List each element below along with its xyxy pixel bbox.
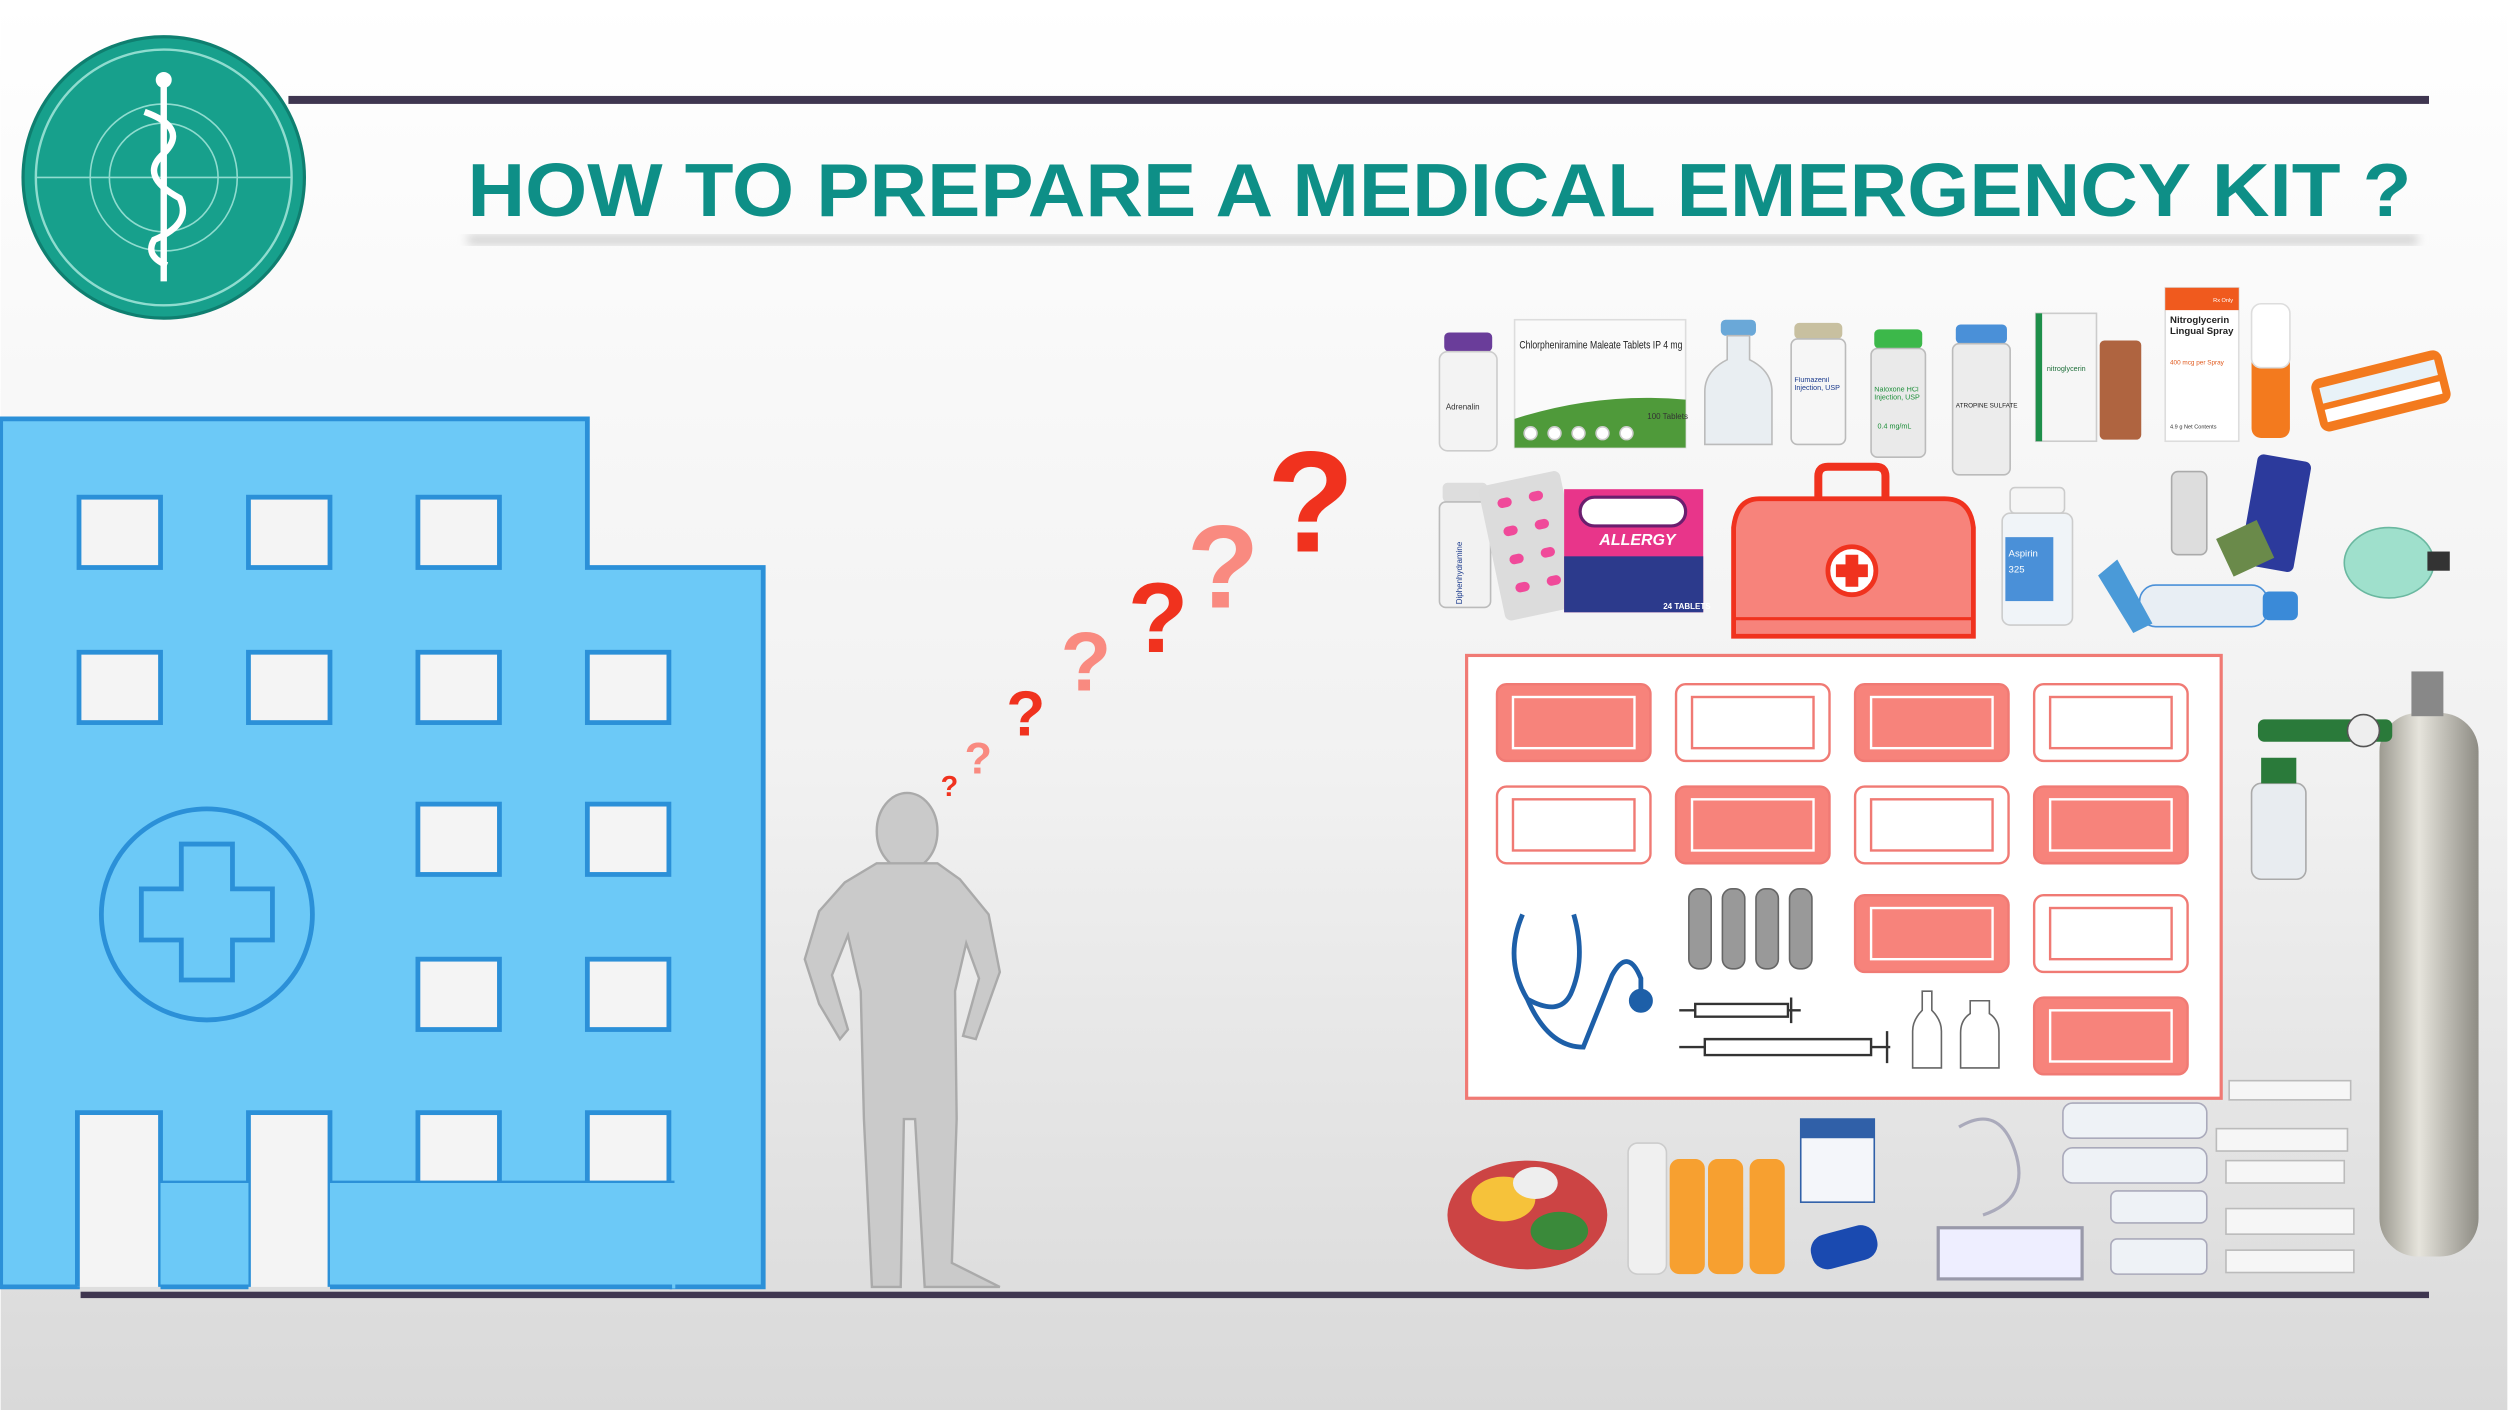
svg-text:400 mcg per Spray: 400 mcg per Spray [2170, 359, 2225, 366]
ticket-icon [1495, 683, 1652, 763]
candies [1447, 1160, 1608, 1270]
chlorpheniramine-box: Chlorpheniramine Maleate Tablets IP 4 mg… [1513, 318, 1688, 449]
flumazenil-label: Flumazenil Injection, USP [1794, 377, 1840, 392]
page-title: HOW TO PREPARE A MEDICAL EMERGENCY KIT ? [467, 148, 2411, 232]
ticket-icon [1674, 785, 1831, 865]
medicine-row-top: Adrenalin Chlorpheniramine Maleate Table… [1438, 286, 2451, 476]
hospital-icon [0, 416, 766, 1290]
question-mark-icon: ? [1061, 616, 1112, 709]
oxygen-cylinder-icon [2250, 671, 2479, 1257]
svg-text:ALLERGY: ALLERGY [1598, 532, 1677, 549]
ticket-icon [1853, 894, 2010, 974]
ticket-icon [2032, 996, 2189, 1076]
ticket-icon [1853, 785, 2010, 865]
question-mark-icon: ? [1267, 423, 1355, 583]
svg-text:0.4 mg/mL: 0.4 mg/mL [1877, 421, 1911, 430]
ticket-icon [2032, 894, 2189, 974]
stethoscope-icon [1511, 913, 1653, 1050]
svg-text:4.9 g Net Contents: 4.9 g Net Contents [2170, 424, 2217, 430]
ticket-icon [1853, 683, 2010, 763]
svg-text:100 Tablets: 100 Tablets [1647, 412, 1688, 421]
diphenhydramine-vial: Diphenhydramine [1438, 482, 1492, 609]
atropine-vial: ATROPINE SULFATE [1951, 324, 2018, 476]
ticket-icon [2032, 683, 2189, 763]
question-mark-icon: ? [965, 734, 992, 784]
question-mark-icon: ? [941, 771, 959, 803]
medical-bag-icon [1731, 462, 1976, 639]
question-mark-icon: ? [1187, 501, 1259, 633]
gauze-box [1799, 1118, 1878, 1270]
top-rule [288, 95, 2429, 104]
adrenalin-vial: Adrenalin [1438, 332, 1498, 452]
svg-text:nitroglycerin: nitroglycerin [2047, 364, 2086, 373]
bottom-rule [80, 1291, 2430, 1299]
svg-text:Diphenhydramine: Diphenhydramine [1455, 541, 1464, 604]
bandage-icon [1688, 888, 1813, 970]
syringe-packs [2215, 1079, 2355, 1274]
flumazenil-vial: Flumazenil Injection, USP [1790, 322, 1847, 446]
syringe-icon [1679, 997, 1891, 1064]
ticket-icon [1674, 683, 1831, 763]
svg-text:Rx Only: Rx Only [2213, 298, 2233, 304]
bottle-icon [1911, 990, 2000, 1069]
caduceus-logo-icon [21, 35, 307, 320]
inhaler [2170, 454, 2311, 577]
nitro-spray-label: Nitroglycerin Lingual Spray [2170, 316, 2234, 337]
nitroglycerin-spray-box: Nitroglycerin Lingual Spray 400 mcg per … [2164, 286, 2291, 443]
question-marks: ? ? ? ? ? ? ? [941, 423, 1355, 804]
allergy-box: ALLERGY 24 TABLETS [1564, 489, 1711, 613]
nitroglycerin-tablets: nitroglycerin [2034, 312, 2142, 443]
inhaler-spacer [2098, 559, 2298, 634]
svg-text:ATROPINE SULFATE: ATROPINE SULFATE [1956, 403, 2018, 410]
svg-text:Aspirin: Aspirin [2009, 548, 2038, 559]
supplies-row-bottom [1447, 1079, 2355, 1281]
svg-text:Adrenalin: Adrenalin [1446, 402, 1480, 411]
medicine-row-second: Diphenhydramine ALLERGY 24 TABLETS Aspir… [1438, 454, 2450, 639]
blister-pack [1478, 471, 1587, 621]
person-silhouette-icon [803, 791, 1002, 1289]
question-mark-icon: ? [1006, 677, 1045, 749]
kit-contents-panel [1465, 653, 2223, 1100]
svg-text:Chlorpheniramine Maleate Table: Chlorpheniramine Maleate Tablets IP 4 mg [1519, 340, 1682, 352]
svg-text:24 TABLETS: 24 TABLETS [1663, 602, 1711, 611]
ticket-icon [2032, 785, 2189, 865]
juice-bottles [1627, 1142, 1785, 1275]
iv-tubing [1936, 1117, 2084, 1281]
ticket-icon [1495, 785, 1652, 865]
vial [1704, 319, 1773, 446]
naloxone-vial: Naloxone HCl Injection, USP 0.4 mg/mL [1870, 329, 1927, 459]
bag-valve-mask [2343, 526, 2450, 599]
aspirin-bottle: Aspirin 325 [2001, 486, 2074, 626]
svg-text:325: 325 [2009, 564, 2025, 575]
iv-bags [2062, 1102, 2208, 1275]
epinephrine-auto-injector [2311, 350, 2451, 432]
title-shadow [467, 235, 2418, 245]
question-mark-icon: ? [1128, 563, 1189, 674]
naloxone-label: Naloxone HCl Injection, USP [1874, 386, 1920, 402]
